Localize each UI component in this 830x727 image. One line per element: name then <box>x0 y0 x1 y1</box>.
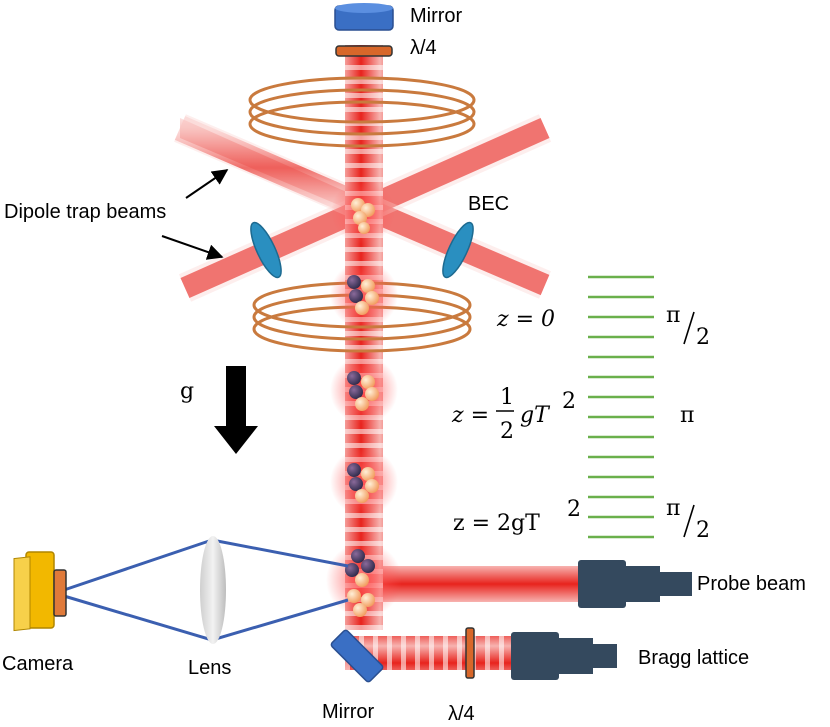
dipole-pointer-upper <box>185 169 229 199</box>
atom-cloud-1 <box>330 261 398 329</box>
camera <box>13 551 67 632</box>
imaging-lens <box>200 536 226 644</box>
dipole-pointer-lower <box>161 235 224 260</box>
atom-cloud-bec <box>331 180 395 244</box>
mirror-bottom-label: Mirror <box>322 701 375 723</box>
mirror-top-label: Mirror <box>410 5 463 27</box>
dipole-label: Dipole trap beams <box>4 201 166 223</box>
gravity-arrow <box>214 366 258 454</box>
pulse1-num: π <box>666 303 680 328</box>
dipole-beam-upper-left <box>174 116 371 220</box>
dipole-lens-right <box>442 221 474 279</box>
waveplate-top-label: λ/4 <box>410 37 437 59</box>
eq-z1-prefix: z = <box>451 403 489 428</box>
top-mirror <box>334 3 394 31</box>
pulse3-num: π <box>666 496 680 521</box>
gravity-label: g <box>180 379 194 404</box>
bragg-laser <box>511 632 617 680</box>
eq-z1-num: 1 <box>500 385 514 410</box>
atom-cloud-2 <box>330 356 398 424</box>
pulse1-den: 2 <box>696 325 710 350</box>
bottom-waveplate <box>465 627 475 679</box>
upper-coil <box>248 76 476 148</box>
pulse2: π <box>680 403 694 428</box>
eq-z1-den: 2 <box>500 419 514 444</box>
dipole-lens-left <box>250 221 282 279</box>
bottom-mirror <box>330 629 384 683</box>
imaging-rays <box>63 538 349 642</box>
camera-label: Camera <box>2 653 74 675</box>
eq-z2-exp: 2 <box>567 497 581 522</box>
eq-z0: z = 0 <box>496 307 555 332</box>
eq-z1-suffix: gT <box>520 403 551 428</box>
atom-cloud-4 <box>326 542 402 618</box>
probe-laser <box>578 560 692 608</box>
waveplate-bottom-label: λ/4 <box>448 703 475 725</box>
lens-label: Lens <box>188 657 231 679</box>
eq-z2-prefix: z = 2gT <box>453 511 540 536</box>
lattice-planes <box>588 275 654 539</box>
eq-z1-exp: 2 <box>562 389 576 414</box>
atom-cloud-3 <box>330 448 398 516</box>
probe-beam-path <box>383 566 583 602</box>
bragg-label: Bragg lattice <box>638 647 749 669</box>
dipole-beam-upper-right <box>360 117 550 219</box>
top-waveplate <box>335 45 393 57</box>
bec-label: BEC <box>468 193 509 215</box>
pulse3-den: 2 <box>696 518 710 543</box>
probe-label: Probe beam <box>697 573 806 595</box>
